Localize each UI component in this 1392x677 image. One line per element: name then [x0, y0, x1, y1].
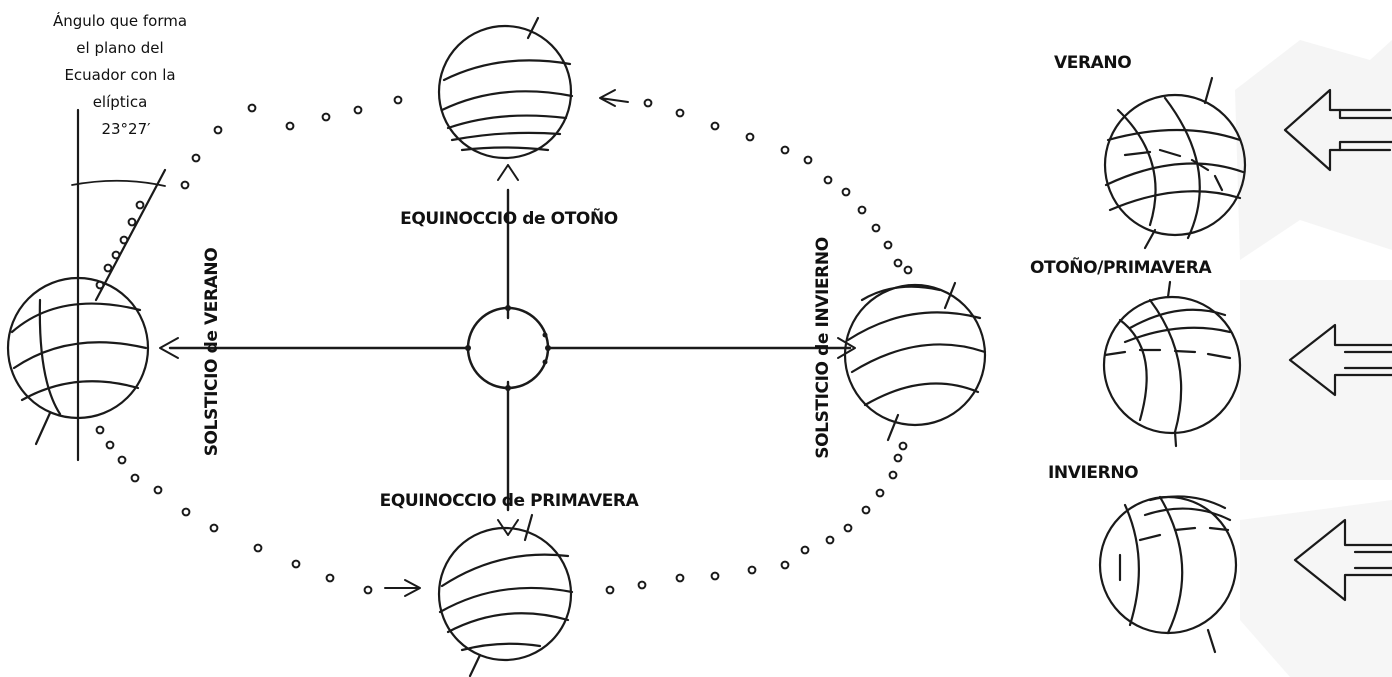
orbit-dot — [747, 565, 757, 575]
orbit-dot — [213, 125, 223, 135]
globe-otono-primavera — [1102, 280, 1392, 448]
orbit-dot — [710, 121, 720, 131]
orbit-dot — [825, 535, 835, 545]
axis-lines — [168, 188, 852, 512]
orbit-dot — [780, 145, 790, 155]
orbit-dot — [209, 523, 219, 533]
watermark — [1235, 40, 1392, 677]
label-autumn-equinox: EQUINOCCIO de OTOÑO — [400, 206, 618, 229]
orbit-dot — [745, 132, 755, 142]
angle-marker — [71, 179, 166, 187]
orbit-dot — [861, 505, 871, 515]
annotation-line-4: elíptica — [93, 93, 148, 111]
annotation-line-2: el plano del — [76, 39, 163, 57]
annotation-text: Ángulo que forma el plano del Ecuador co… — [53, 11, 187, 138]
orbit-dot — [843, 523, 853, 533]
orbit-dot — [103, 263, 113, 273]
label-otono-primavera: OTOÑO/PRIMAVERA — [1030, 255, 1212, 278]
orbit-dot — [637, 580, 647, 590]
orbit-dot — [605, 585, 615, 595]
globe-winter-solstice — [843, 281, 987, 442]
orbit-dot — [117, 455, 127, 465]
orbit-dot — [247, 103, 257, 113]
orbit-dot — [823, 175, 833, 185]
orbit-dot — [105, 440, 115, 450]
orbit-dot — [393, 95, 403, 105]
orbit-dot — [893, 453, 903, 463]
orbit-dot — [135, 200, 145, 210]
orbit-dot — [130, 473, 140, 483]
orbit-dot — [800, 545, 810, 555]
orbit-dot — [643, 98, 653, 108]
orbit-dot — [903, 265, 913, 275]
globe-verano — [1103, 76, 1392, 250]
globe-summer-solstice — [6, 108, 167, 462]
orbit-dot — [675, 108, 685, 118]
orbit-dot — [95, 425, 105, 435]
orbit-dot — [321, 112, 331, 122]
orbit-dot — [353, 105, 363, 115]
orbit-dot — [153, 485, 163, 495]
label-spring-equinox: EQUINOCCIO de PRIMAVERA — [380, 491, 640, 511]
orbit-dot — [253, 543, 263, 553]
orbit-dot — [291, 559, 301, 569]
orbit-dot — [710, 571, 720, 581]
label-winter-solstice: SOLSTICIO de INVIERNO — [813, 237, 833, 459]
globe-invierno — [1098, 495, 1392, 654]
orbit-arrows — [159, 89, 856, 597]
label-verano: VERANO — [1054, 53, 1131, 73]
orbit-dot — [898, 441, 908, 451]
angle-value: 23°27′ — [101, 120, 151, 138]
globe-autumn-equinox — [437, 16, 574, 160]
orbit-dot — [127, 217, 137, 227]
orbit-dot — [893, 258, 903, 268]
globe-spring-equinox — [437, 513, 574, 677]
sun — [466, 306, 550, 390]
orbit-dot — [871, 223, 881, 233]
orbit-dot — [875, 488, 885, 498]
orbit-dot — [857, 205, 867, 215]
orbit-dot — [780, 560, 790, 570]
sun-marks — [465, 305, 551, 391]
orbit-dot — [181, 507, 191, 517]
orbit-dot — [841, 187, 851, 197]
orbit-dot — [883, 240, 893, 250]
orbit-dot — [285, 121, 295, 131]
orbit-dot — [180, 180, 190, 190]
annotation-line-1: Ángulo que forma — [53, 11, 187, 30]
orbit-dot — [675, 573, 685, 583]
orbit-dots — [95, 95, 913, 595]
orbit-dot — [803, 155, 813, 165]
orbit-dot — [888, 470, 898, 480]
orbit-dot — [363, 585, 373, 595]
orbit-dot — [191, 153, 201, 163]
annotation-line-3: Ecuador con la — [64, 66, 175, 84]
label-summer-solstice: SOLSTICIO de VERANO — [202, 248, 222, 457]
label-invierno: INVIERNO — [1048, 463, 1138, 483]
orbit-dot — [325, 573, 335, 583]
